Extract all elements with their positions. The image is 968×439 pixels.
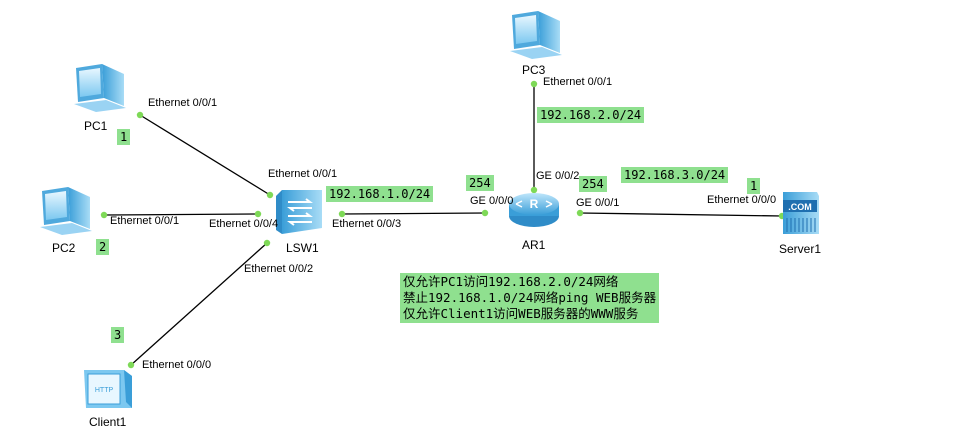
link-pc1-lsw1 (139, 114, 271, 196)
link-pc2-lsw1 (103, 213, 259, 216)
note-line-1: 仅允许PC1访问192.168.2.0/24网络 (403, 274, 619, 289)
router-icon[interactable]: R (509, 193, 559, 227)
port-dot (254, 210, 262, 218)
network-tag-2: 192.168.2.0/24 (537, 107, 645, 123)
port-dot (263, 239, 271, 247)
pc3-icon[interactable] (510, 11, 562, 59)
port-dot (100, 211, 108, 219)
client1-label: Client1 (89, 415, 127, 429)
host-tag-ar1-ge0: 254 (466, 175, 494, 191)
port-dot (127, 361, 135, 369)
host-tag-server1: 1 (747, 178, 761, 194)
link-ar1-server1 (579, 212, 783, 217)
port-dot (576, 209, 584, 217)
port-label-lsw1-eth2: Ethernet 0/0/2 (244, 263, 314, 275)
server-icon[interactable]: .COM (783, 192, 819, 234)
pc2-icon[interactable] (40, 187, 92, 235)
link-lsw1-ar1 (341, 212, 486, 215)
port-dot (481, 209, 489, 217)
pc3-label: PC3 (522, 63, 546, 77)
port-label-pc1-eth: Ethernet 0/0/1 (148, 97, 218, 109)
pc1-label: PC1 (84, 119, 108, 133)
network-tag-1: 192.168.1.0/24 (326, 186, 434, 202)
port-label-lsw1-eth4: Ethernet 0/0/4 (209, 218, 279, 230)
server-logo: .COM (788, 202, 812, 212)
port-label-pc2-eth: Ethernet 0/0/1 (110, 215, 180, 227)
port-dot (530, 186, 538, 194)
pc2-label: PC2 (52, 241, 76, 255)
host-tag-pc1: 1 (117, 129, 131, 145)
svg-text:R: R (530, 197, 539, 211)
note-line-2: 禁止192.168.1.0/24网络ping WEB服务器 (403, 290, 657, 305)
port-label-lsw1-eth3: Ethernet 0/0/3 (332, 218, 402, 230)
port-label-ar1-ge2: GE 0/0/2 (536, 170, 580, 182)
host-tag-pc2: 2 (96, 239, 110, 255)
network-tag-3: 192.168.3.0/24 (621, 167, 729, 183)
port-label-lsw1-eth1: Ethernet 0/0/1 (268, 168, 338, 180)
port-label-client1-eth: Ethernet 0/0/0 (142, 359, 212, 371)
port-label-ar1-ge0: GE 0/0/0 (470, 195, 514, 207)
port-dots (100, 80, 786, 369)
server1-label: Server1 (779, 242, 822, 256)
port-label-server1-eth: Ethernet 0/0/0 (707, 194, 777, 206)
port-label-ar1-ge1: GE 0/0/1 (576, 197, 620, 209)
port-label-pc3-eth: Ethernet 0/0/1 (543, 76, 613, 88)
link-lsw1-client1 (130, 242, 268, 366)
host-tag-ar1-ge1: 254 (579, 176, 607, 192)
port-dot (136, 111, 144, 119)
port-dot (338, 210, 346, 218)
requirements-note: 仅允许PC1访问192.168.2.0/24网络 禁止192.168.1.0/2… (400, 273, 660, 323)
client-icon[interactable]: HTTP (84, 370, 132, 408)
pc1-icon[interactable] (74, 64, 126, 112)
lsw1-label: LSW1 (286, 241, 319, 255)
switch-icon[interactable] (276, 190, 322, 234)
host-tag-client1: 3 (111, 327, 125, 343)
note-line-3: 仅允许Client1访问WEB服务器的WWW服务 (403, 306, 639, 321)
ar1-label: AR1 (522, 238, 546, 252)
client-logo: HTTP (95, 387, 114, 394)
port-dot (530, 80, 538, 88)
port-dot (266, 191, 274, 199)
